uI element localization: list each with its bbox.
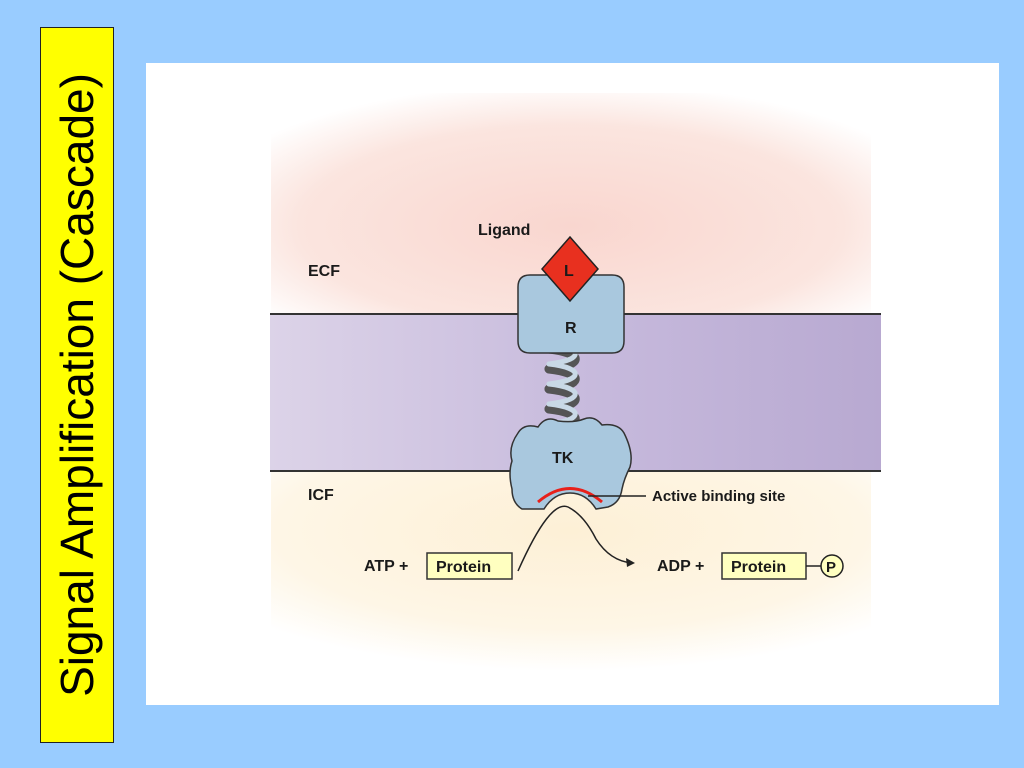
icf-label: ICF — [308, 487, 334, 504]
ligand — [541, 235, 599, 303]
protein-box-left-label: Protein — [436, 559, 491, 576]
kinase-label: TK — [552, 450, 574, 467]
signal-cascade-diagram: ECF ICF R L Ligand TK — [270, 93, 881, 671]
slide-title-box: Signal Amplification (Cascade) — [40, 27, 114, 743]
slide-title: Signal Amplification (Cascade) — [51, 73, 103, 697]
active-binding-site — [537, 487, 603, 504]
receptor — [517, 274, 625, 354]
reaction-curve — [517, 505, 633, 572]
ligand-symbol: L — [564, 263, 574, 280]
receptor-label: R — [565, 320, 577, 337]
reaction-right-prefix: ADP + — [657, 558, 704, 575]
reaction-arrowhead — [626, 558, 635, 567]
reaction-left-prefix: ATP + — [364, 558, 408, 575]
protein-box-right-label: Protein — [731, 559, 786, 576]
protein-box-left — [426, 552, 513, 580]
phosphate-circle — [820, 554, 844, 578]
ecf-label: ECF — [308, 263, 340, 280]
ligand-label: Ligand — [478, 222, 530, 239]
phosphate-label: P — [826, 559, 836, 576]
active-site-label: Active binding site — [652, 488, 785, 505]
tyrosine-kinase — [509, 417, 632, 510]
diagram-panel: ECF ICF R L Ligand TK — [146, 63, 999, 705]
